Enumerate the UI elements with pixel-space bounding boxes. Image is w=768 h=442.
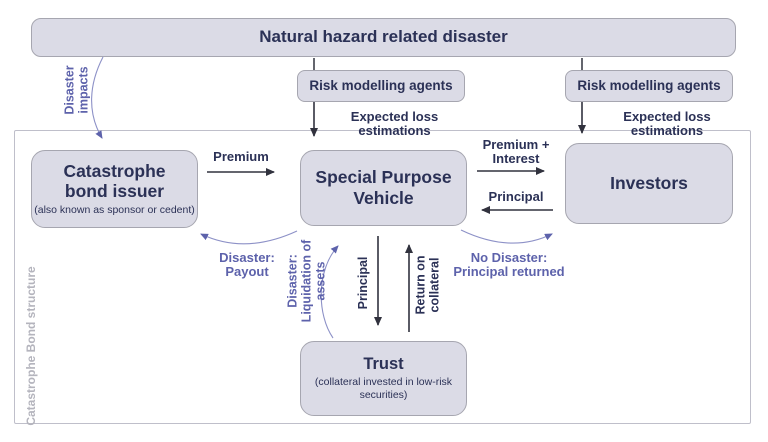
return-on-collateral-label: Return on collateral <box>413 255 441 315</box>
issuer-subtitle: (also known as sponsor or cedent) <box>34 204 195 217</box>
investors-box: Investors <box>565 143 733 224</box>
premium-interest-label: Premium + Interest <box>482 137 550 167</box>
risk-modelling-agents-right-box: Risk modelling agents <box>565 70 733 102</box>
disaster-liquidation-label: Disaster: Liquidation of assets <box>285 239 327 323</box>
natural-hazard-box: Natural hazard related disaster <box>31 18 736 57</box>
trust-title: Trust <box>363 354 404 373</box>
trust-subtitle: (collateral invested in low-risk securit… <box>314 376 453 402</box>
principal-to-spv-label: Principal <box>488 189 544 204</box>
spv-box: Special Purpose Vehicle <box>300 150 467 226</box>
risk-modelling-agents-left-box: Risk modelling agents <box>297 70 465 102</box>
expected-loss-right-label: Expected loss estimations <box>623 109 711 139</box>
expected-loss-left-label: Expected loss estimations <box>350 109 439 139</box>
spv-title: Special Purpose Vehicle <box>315 167 452 208</box>
risk-modelling-agents-left-label: Risk modelling agents <box>309 78 453 94</box>
principal-to-trust-label: Principal <box>356 256 371 310</box>
trust-box: Trust (collateral invested in low-risk s… <box>300 341 467 416</box>
investors-title: Investors <box>610 173 688 194</box>
premium-label: Premium <box>213 149 269 164</box>
issuer-title: Catastrophe bond issuer <box>63 160 166 202</box>
issuer-box: Catastrophe bond issuer (also known as s… <box>31 150 198 228</box>
disaster-impacts-curve <box>91 56 104 139</box>
natural-hazard-label: Natural hazard related disaster <box>259 27 508 47</box>
risk-modelling-agents-right-label: Risk modelling agents <box>577 78 721 94</box>
no-disaster-label: No Disaster: Principal returned <box>453 250 565 280</box>
disaster-impacts-label: Disaster impacts <box>62 65 90 115</box>
frame-caption: Catastrophe Bond structure <box>24 266 38 426</box>
disaster-payout-label: Disaster: Payout <box>219 250 275 280</box>
bond-structure-frame <box>14 130 751 424</box>
